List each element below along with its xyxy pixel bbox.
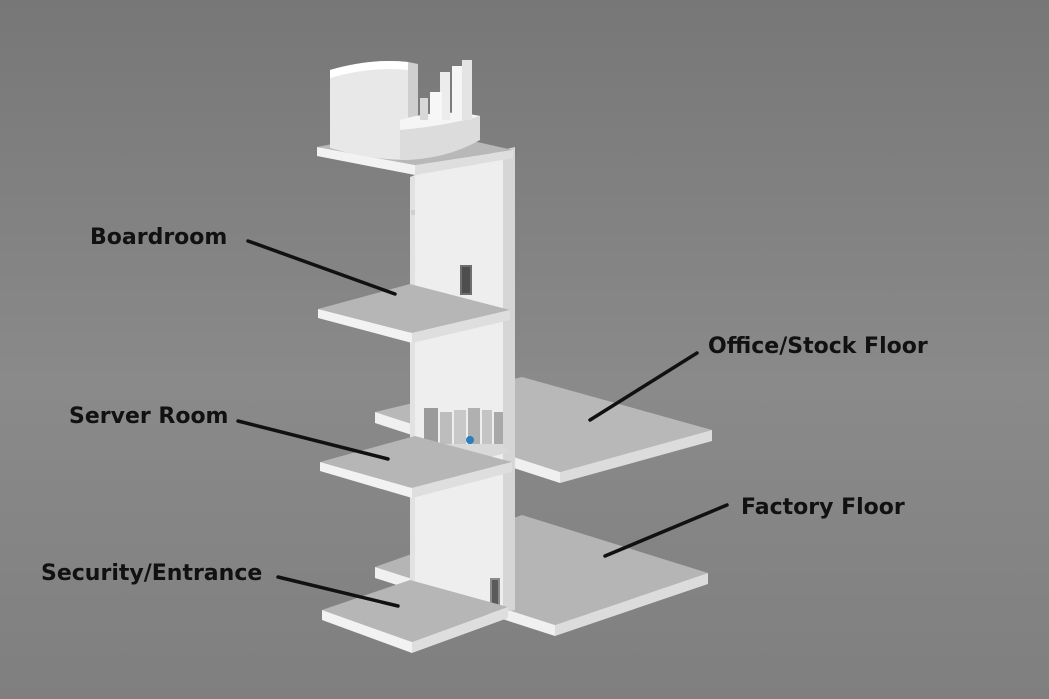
- leader-lines: [236, 239, 729, 608]
- boardroom-slab: [318, 284, 510, 343]
- factory-floor-label: Factory Floor: [741, 495, 905, 520]
- wall-fixture: [411, 210, 415, 215]
- boardroom-label: Boardroom: [90, 225, 228, 250]
- security-entrance-leader-line: [276, 575, 400, 608]
- office-stock-floor-leader-line: [588, 351, 699, 422]
- server-room-leader-line: [236, 419, 390, 461]
- server-room-slab: [320, 436, 512, 498]
- security-entrance-label: Security/Entrance: [41, 561, 263, 586]
- office-stock-floor-label: Office/Stock Floor: [708, 334, 928, 359]
- status-dot-icon: [466, 436, 474, 444]
- factory-floor-leader-line: [603, 503, 729, 558]
- rooftop-structure: [330, 60, 480, 160]
- security-door: [490, 578, 500, 606]
- boardroom-door: [460, 265, 472, 295]
- core-wall: [410, 147, 515, 612]
- server-room-label: Server Room: [69, 404, 229, 429]
- boardroom-leader-line: [246, 239, 397, 296]
- security-entrance-slab: [322, 580, 508, 653]
